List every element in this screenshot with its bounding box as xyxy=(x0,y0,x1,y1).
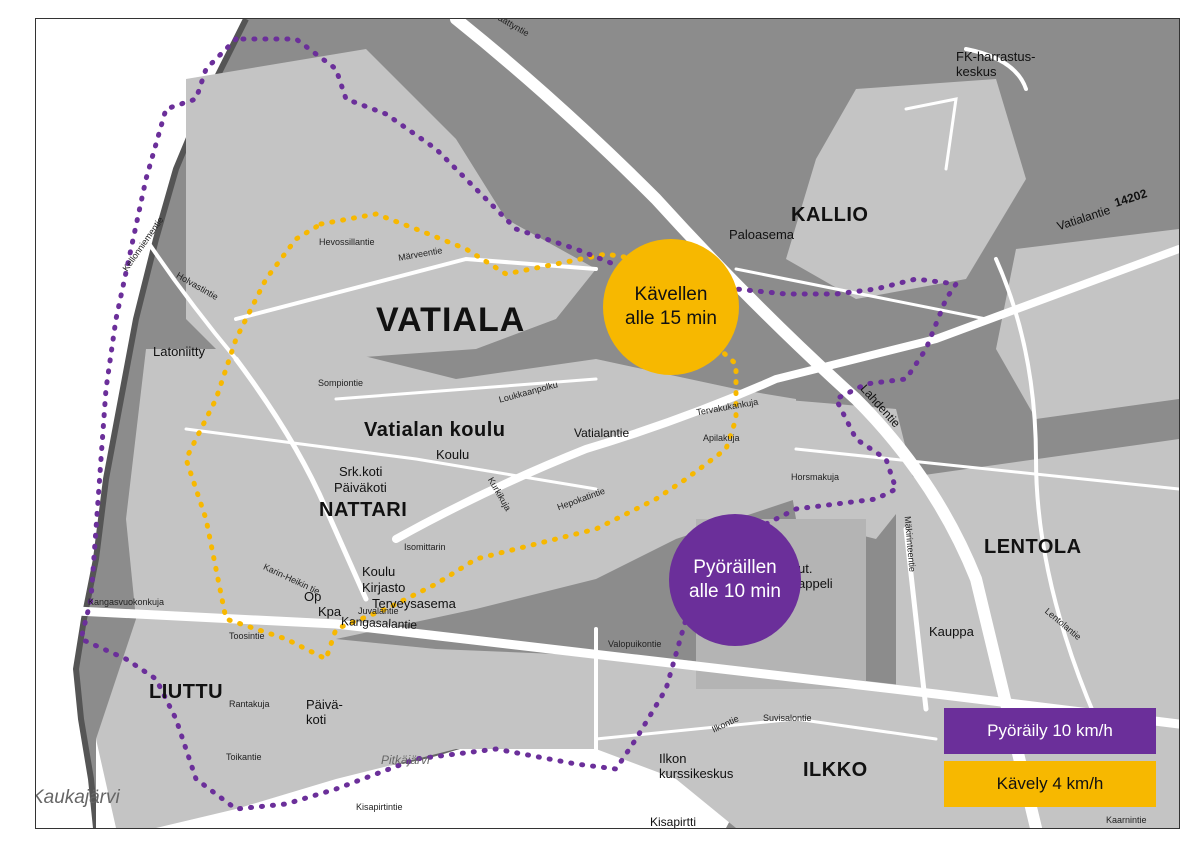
poi-op: Op xyxy=(304,589,322,604)
district-lentola: LENTOLA xyxy=(984,536,1082,558)
street-apilakuja: Apilakuja xyxy=(703,433,740,443)
street-horsmakuja: Horsmakuja xyxy=(791,472,840,482)
poi-terveysasema: Terveysasema xyxy=(372,596,456,611)
street-sompiontie: Sompiontie xyxy=(318,378,364,388)
poi-kpa: Kpa xyxy=(318,604,342,619)
street-suvisalontie: Suvisalontie xyxy=(763,713,812,723)
lake-kaukajarvi: Kaukajärvi xyxy=(35,787,120,808)
street-kisapirtintie: Kisapirtintie xyxy=(356,802,403,812)
district-liuttu: LIUTTU xyxy=(149,681,224,703)
legend-bike: Pyöräily 10 km/h xyxy=(944,708,1156,754)
map-background xyxy=(36,19,1179,828)
street-kaarnintie: Kaarnintie xyxy=(1106,815,1147,825)
street-toikantie: Toikantie xyxy=(226,752,262,762)
poi-kappeli: ut. appeli xyxy=(798,561,833,591)
kaukajarvi-water xyxy=(36,19,246,828)
school-label: Vatialan koulu xyxy=(364,419,506,441)
street-kangasvuokonkuja: Kangasvuokonkuja xyxy=(88,597,165,607)
poi-paloasema: Paloasema xyxy=(729,227,795,242)
poi-kisapirtti: Kisapirtti xyxy=(650,815,697,829)
poi-koulu: Koulu xyxy=(436,447,470,462)
street-toosintie: Toosintie xyxy=(229,631,265,641)
district-kallio: KALLIO xyxy=(791,204,869,226)
legend-walk: Kävely 4 km/h xyxy=(944,761,1156,807)
poi-kauppa: Kauppa xyxy=(929,624,974,639)
poi-kirjasto: Kirjasto xyxy=(362,580,406,595)
street-valopuikontie: Valopuikontie xyxy=(608,639,662,649)
poi-srk: Srk.koti xyxy=(339,464,383,479)
district-ilkko: ILKKO xyxy=(803,759,868,781)
street-juvalantie: Juvalantie xyxy=(358,606,399,616)
walk-boundary xyxy=(183,211,739,663)
street-vatialantie: Vatialantie xyxy=(574,426,630,440)
district-nattari: NATTARI xyxy=(319,499,408,521)
street-isomittarin: Isomittarin xyxy=(404,542,446,552)
city-blocks xyxy=(96,49,1179,828)
poi-fk: FK-harrastus-keskus xyxy=(956,49,1036,79)
poi-latoniitty: Latoniitty xyxy=(153,344,206,359)
map-frame: VATIALA KALLIO LENTOLA NATTARI LIUTTU IL… xyxy=(35,18,1180,829)
roads xyxy=(36,19,1179,828)
street-hevossillantie: Hevossillantie xyxy=(319,237,375,247)
poi-paivakoti: Päiväkoti xyxy=(334,480,387,495)
district-vatiala: VATIALA xyxy=(376,301,526,339)
poi-ilkon: Ilkon kurssikeskus xyxy=(659,751,734,781)
poi-koulu2: Koulu xyxy=(362,564,396,579)
street-rantakuja: Rantakuja xyxy=(229,699,270,709)
lake-pitkajarvi: Pitkäjärvi xyxy=(381,753,430,767)
poi-paivakoti2: Päivä-koti xyxy=(306,697,343,727)
